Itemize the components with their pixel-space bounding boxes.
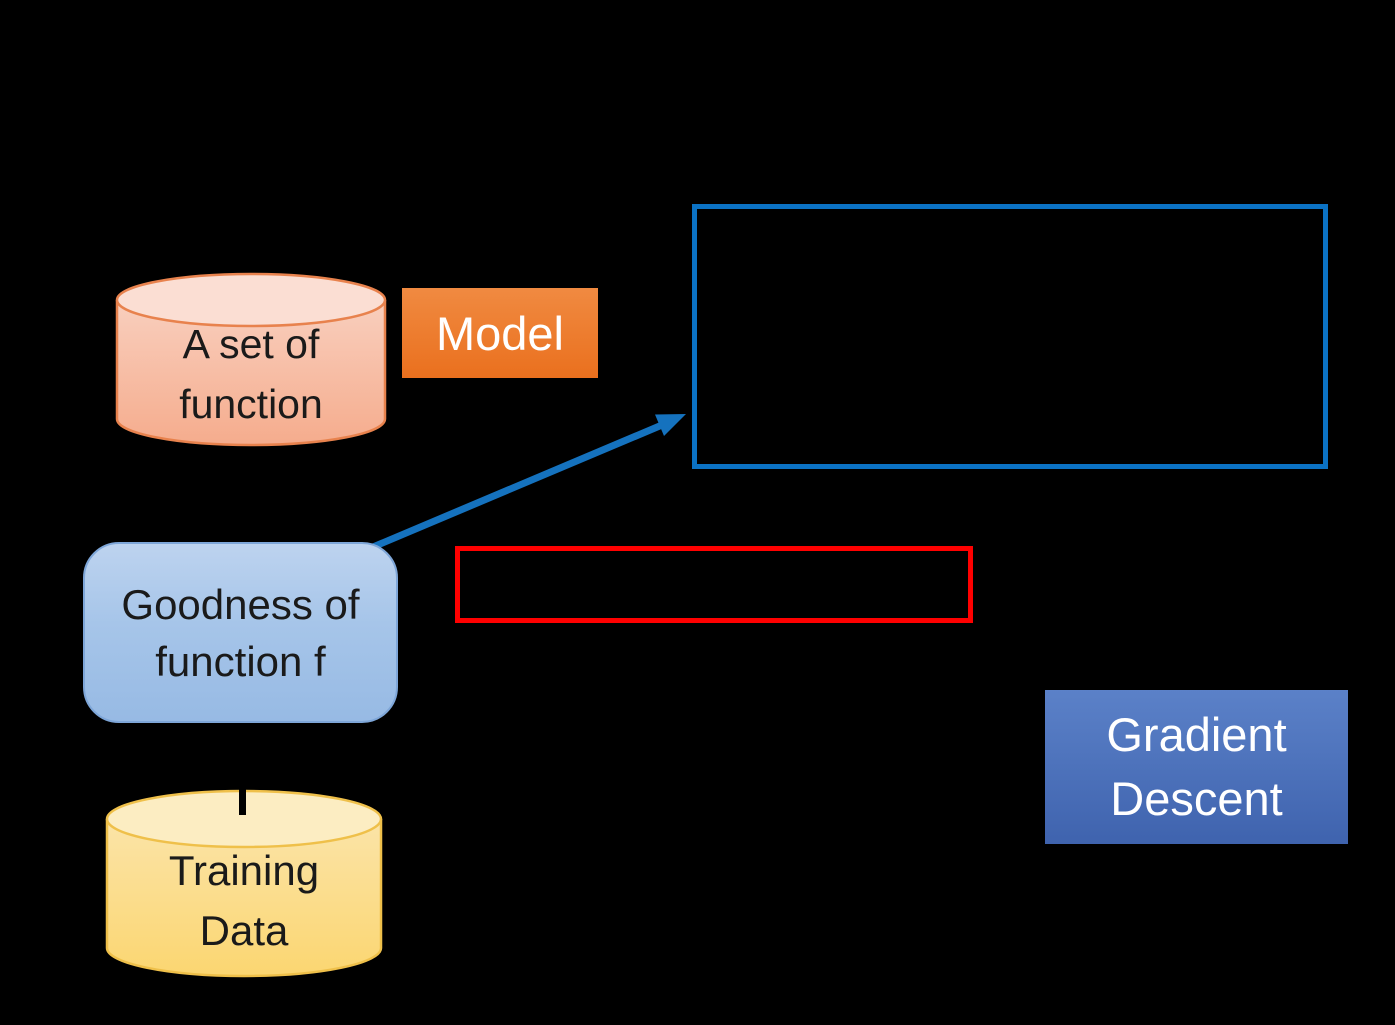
blue-outline-box — [692, 204, 1328, 469]
goodness-label-line2: function f — [155, 637, 326, 685]
gradient-descent-badge: Gradient Descent — [1045, 690, 1348, 844]
goodness-label-line1: Goodness of — [121, 580, 360, 628]
red-outline-box — [455, 546, 973, 623]
training-data-label-line2: Data — [199, 907, 289, 954]
function-set-label-line1: A set of — [182, 321, 320, 367]
gradient-descent-label-line1: Gradient — [1106, 708, 1287, 761]
training-data-cylinder: Training Data — [105, 789, 383, 979]
function-set-label-line2: function — [179, 381, 323, 427]
model-label: Model — [435, 306, 564, 360]
gradient-descent-label-line2: Descent — [1110, 772, 1283, 825]
goodness-box: Goodness of function f — [83, 542, 398, 723]
model-badge: Model — [402, 288, 598, 378]
training-data-label-line1: Training — [168, 847, 320, 894]
hidden-arrow-stub — [239, 789, 246, 815]
function-set-cylinder: A set of function — [115, 272, 387, 448]
